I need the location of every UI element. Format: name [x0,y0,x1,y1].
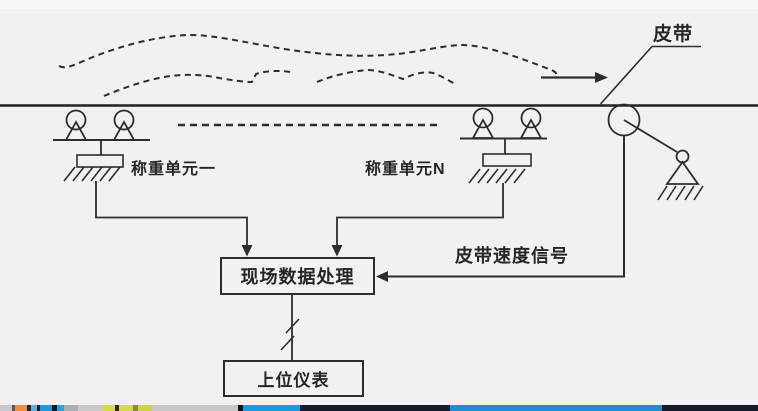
taskbar-segment[interactable] [300,405,450,411]
taskbar[interactable] [0,405,758,411]
comm-break-slashes-icon [280,318,300,351]
ground-symbol-icon [657,185,704,201]
ground-symbol-icon [63,166,121,182]
material-profile-dashes [58,33,558,97]
field-data-processing-box: 现场数据处理 [220,257,375,295]
speed-signal-line [376,135,625,282]
host-instrument-label: 上位仪表 [257,371,330,390]
taskbar-segment[interactable] [52,405,57,411]
taskbar-segment[interactable] [27,405,31,411]
comm-link-line [280,295,300,360]
weighing-unit-n-label: 称重单元N [365,161,446,178]
belt-label: 皮带 [653,24,694,45]
taskbar-segment[interactable] [37,405,40,411]
belt-direction-arrow-icon [541,72,608,83]
weigh-roller-icon [471,107,543,139]
taskbar-segment[interactable] [12,405,15,411]
weigh-roller-icon [64,109,136,141]
weighing-unit-n [460,107,547,184]
taskbar-segment[interactable] [152,405,238,411]
belt-speed-signal-label: 皮带速度信号 [455,246,569,266]
speed-sensor-icon [657,149,704,201]
taskbar-segment[interactable] [138,405,152,411]
signal-line-unitn [331,183,504,257]
top-background-band [0,0,758,9]
taskbar-segment[interactable] [64,405,78,411]
speed-signal-arrow-left-icon [376,271,388,282]
taskbar-segment[interactable] [238,405,243,411]
signal-arrow-down-icon [331,245,343,257]
weighing-unit-1-label: 称重单元一 [131,161,217,178]
taskbar-segment[interactable] [40,405,52,411]
drive-pulley-icon [607,103,678,153]
taskbar-segment[interactable] [450,405,662,411]
taskbar-segment[interactable] [115,405,119,411]
host-instrument-box: 上位仪表 [223,360,364,397]
taskbar-segment[interactable] [57,405,64,411]
belt-leader-line [599,45,701,105]
taskbar-segment[interactable] [0,405,12,411]
taskbar-segment[interactable] [15,405,27,411]
taskbar-segment[interactable] [243,405,300,411]
ground-symbol-icon [468,168,526,184]
taskbar-segment[interactable] [133,405,138,411]
taskbar-segment[interactable] [103,405,115,411]
signal-arrow-down-icon [241,245,253,257]
weighing-unit-1 [53,109,150,182]
taskbar-segment[interactable] [662,405,758,411]
taskbar-segment[interactable] [78,405,103,411]
taskbar-segment[interactable] [31,405,37,411]
signal-line-unit1 [95,181,253,257]
field-data-processing-label: 现场数据处理 [240,267,355,287]
taskbar-segment[interactable] [119,405,133,411]
